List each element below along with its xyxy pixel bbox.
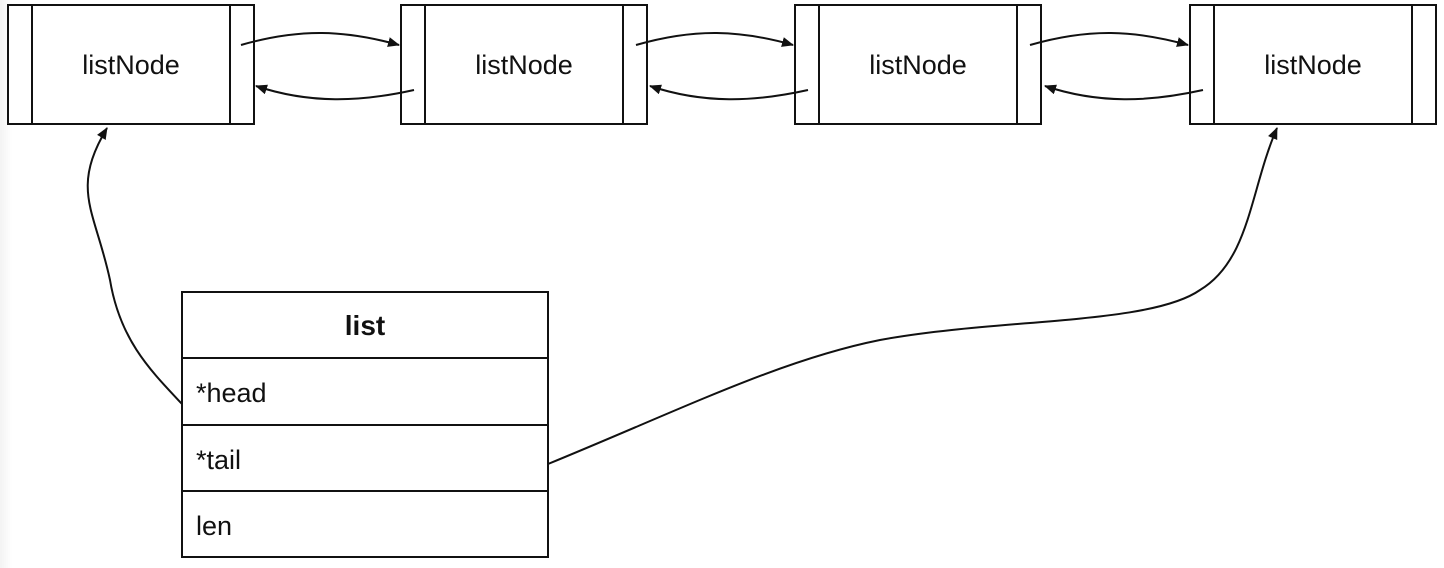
list-struct: list *head *tail len bbox=[181, 291, 549, 558]
field-tail: *tail bbox=[196, 445, 241, 475]
node-label: listNode bbox=[82, 50, 180, 80]
node-label: listNode bbox=[475, 50, 573, 80]
prev-arrow-4-3 bbox=[1044, 84, 1204, 101]
field-head: *head bbox=[196, 378, 267, 408]
next-arrow-3-4 bbox=[1029, 32, 1189, 47]
list-node-2: listNode bbox=[400, 4, 648, 125]
node-label: listNode bbox=[869, 50, 967, 80]
next-arrow-2-3 bbox=[635, 32, 794, 47]
head-pointer-arrow bbox=[86, 127, 183, 405]
field-len: len bbox=[196, 511, 232, 541]
list-node-4: listNode bbox=[1189, 4, 1437, 125]
next-arrow-1-2 bbox=[240, 32, 400, 47]
prev-arrow-2-1 bbox=[255, 84, 415, 101]
left-edge-shade bbox=[0, 0, 12, 568]
node-label: listNode bbox=[1264, 50, 1362, 80]
list-struct-title: list bbox=[345, 310, 385, 341]
tail-pointer-arrow bbox=[547, 127, 1278, 465]
list-node-3: listNode bbox=[794, 4, 1042, 125]
list-node-1: listNode bbox=[7, 4, 255, 125]
prev-arrow-3-2 bbox=[649, 84, 809, 101]
